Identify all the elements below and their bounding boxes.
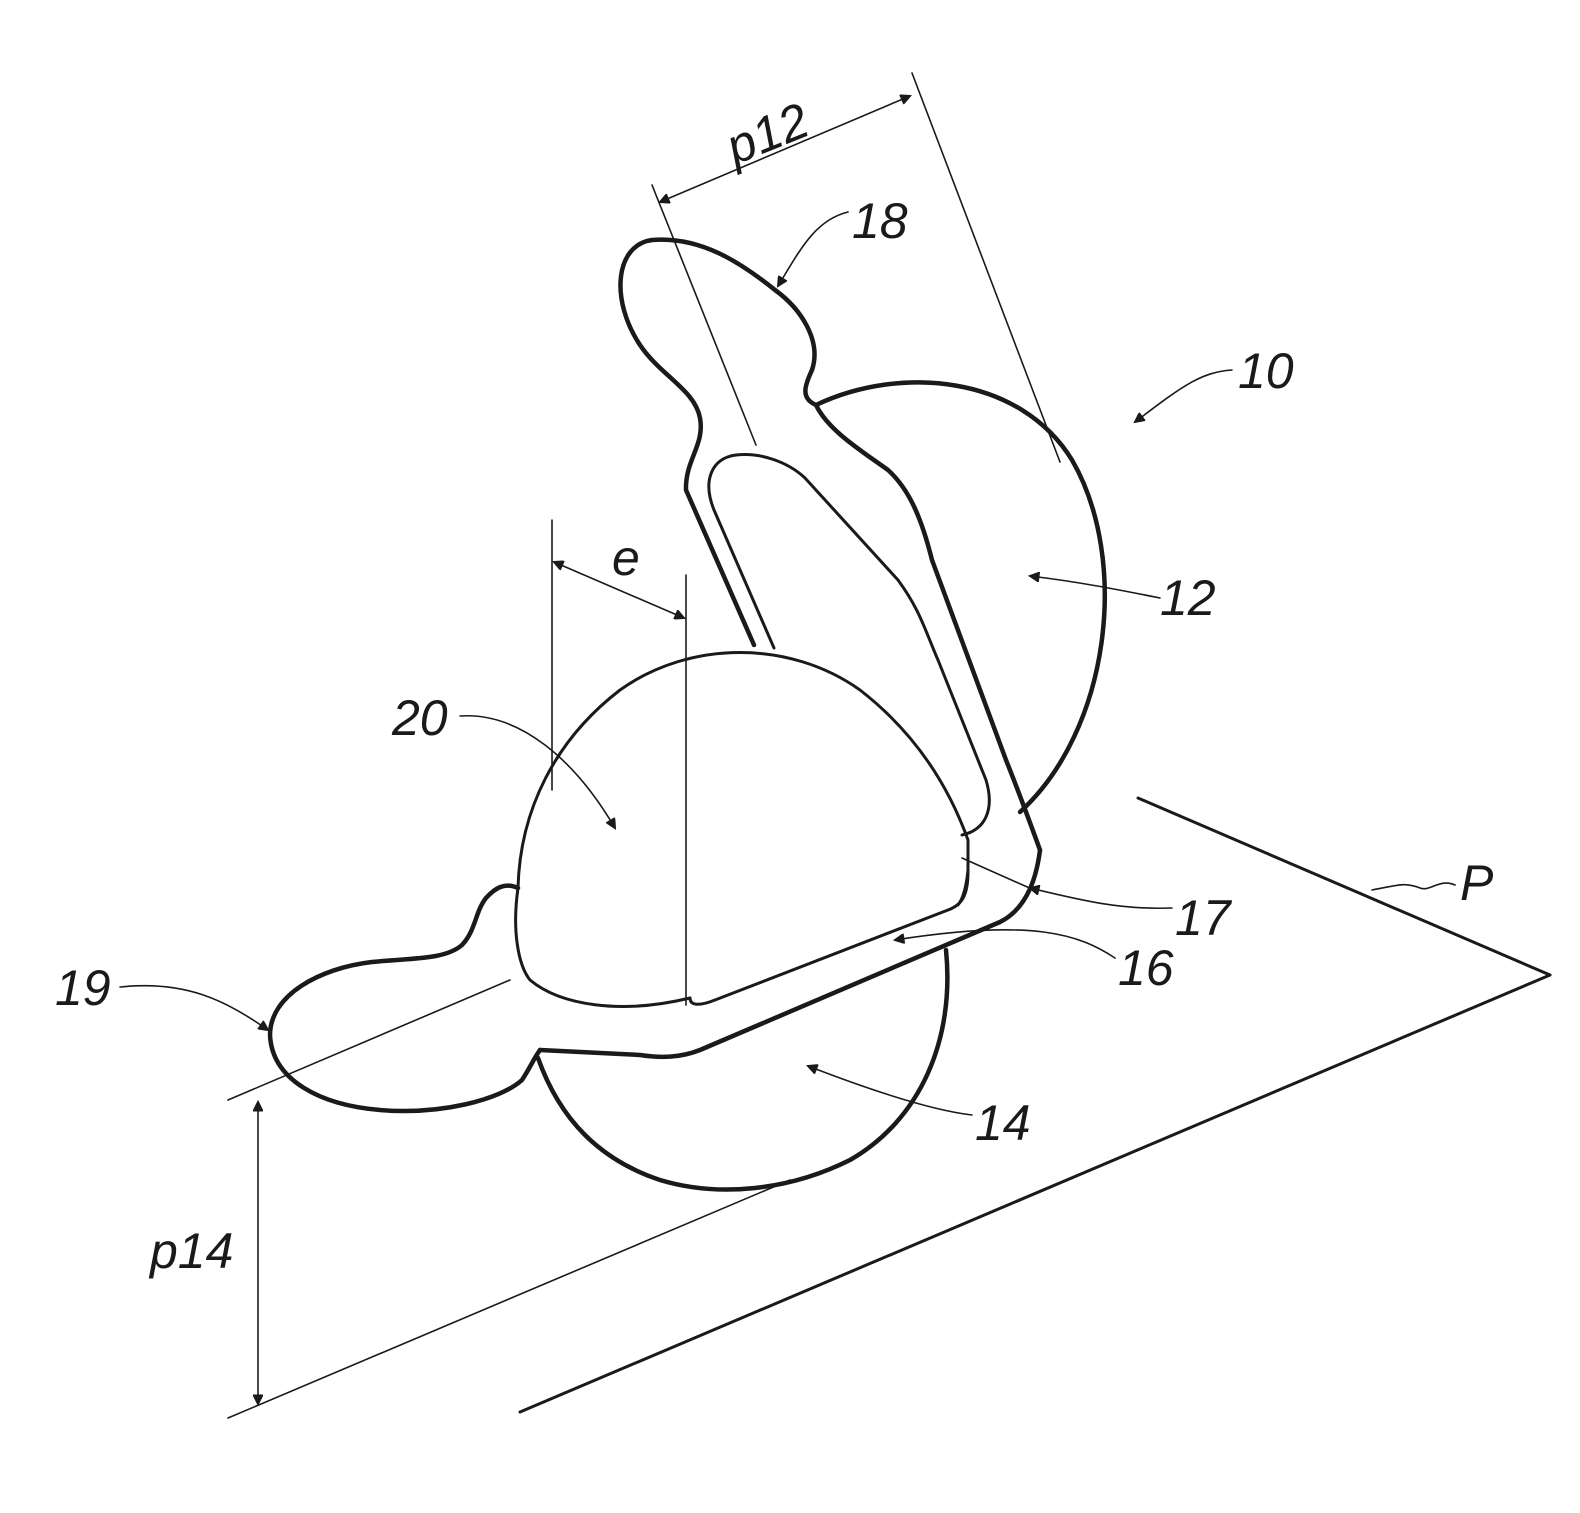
label-e: e [612,530,640,586]
cup-20-base [516,888,690,1006]
lower-cup-14 [538,950,947,1190]
leader-18 [778,212,848,286]
hinge-16 [540,850,1040,1057]
upper-tab-18 [620,240,1040,850]
reference-labels: 10 18 p12 12 e 20 17 16 P 19 14 p14 [55,92,1494,1279]
hinge-inner-edge [690,872,968,1004]
label-12: 12 [1160,570,1216,626]
leader-12 [1030,576,1160,598]
p12-ext-right [912,73,1060,462]
construction-lines [228,73,1060,1418]
leader-19 [120,986,268,1030]
label-14: 14 [975,1095,1031,1151]
p12-ext-left [652,185,756,445]
leader-20 [460,716,615,828]
leader-14 [808,1066,972,1115]
label-p14: p14 [148,1223,233,1279]
leader-p [1372,883,1455,890]
lower-cup-outline [538,950,947,1190]
label-p12: p12 [716,92,816,176]
hinge-fold-line [962,858,1034,890]
cup-20-outline [518,653,968,906]
label-17: 17 [1175,890,1233,946]
label-18: 18 [852,193,908,249]
lower-tab-19 [270,886,540,1111]
upper-tab-outline [620,240,816,645]
upper-frame-outer [816,405,1040,850]
leader-17 [1030,888,1172,908]
plane-p [520,798,1550,1412]
label-p: P [1460,855,1494,911]
label-19: 19 [55,960,111,1016]
label-16: 16 [1118,940,1174,996]
upper-frame-inner [709,454,989,835]
label-20: 20 [391,690,448,746]
hinge-outer-edge [540,850,1040,1057]
leader-10 [1135,370,1232,422]
cup-20 [516,653,968,1007]
lower-tab-outline [270,886,540,1111]
p14-ext-bottom [228,1180,790,1418]
plane-front-edge [520,975,1550,1412]
label-10: 10 [1238,343,1294,399]
